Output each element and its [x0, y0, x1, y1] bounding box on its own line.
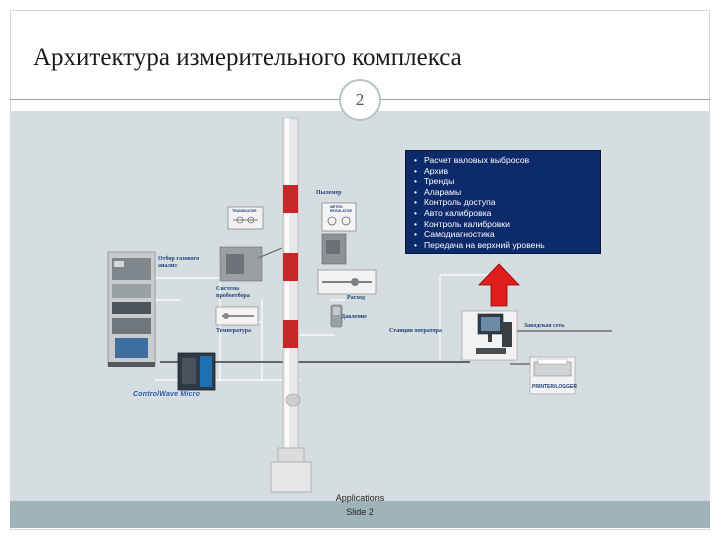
- controller-unit: [177, 352, 216, 391]
- feature-item: Самодиагностика: [414, 229, 594, 240]
- pressure-sensor: [330, 304, 343, 328]
- feature-item: Контроль калибровки: [414, 219, 594, 230]
- feature-item: Расчет валовых выбросов: [414, 155, 594, 166]
- probe-system: [219, 246, 283, 282]
- feature-item: Архив: [414, 166, 594, 177]
- feature-item: Аларамы: [414, 187, 594, 198]
- label-dust-meter: Пылемер: [316, 190, 342, 196]
- flow-sensor: [317, 269, 377, 295]
- feature-list: Расчет валовых выбросов Архив Тренды Ала…: [412, 155, 594, 250]
- slide-title: Архитектура измерительного комплекса: [33, 44, 462, 71]
- printer-logger: [529, 356, 576, 395]
- regulator-box: [321, 202, 357, 232]
- label-regulator: METRO REGULATOR: [330, 205, 352, 213]
- label-gas-analyzer: Отбор газового анализ: [158, 256, 200, 269]
- feature-item: Тренды: [414, 176, 594, 187]
- footer-slide-number: Slide 2: [346, 507, 374, 517]
- upload-arrow: [478, 263, 520, 307]
- label-network: Заводская сеть: [524, 323, 565, 329]
- stack-chimney: [270, 117, 312, 493]
- analyzer-cabinet: [107, 251, 156, 367]
- feature-item: Контроль доступа: [414, 197, 594, 208]
- label-transducer: TRANSDUCER: [232, 209, 257, 213]
- feature-item: Передача на верхний уровень: [414, 240, 594, 251]
- footer-band: [10, 501, 710, 528]
- label-temperature: Температура: [216, 328, 252, 334]
- label-controller: ControlWave Micro: [133, 391, 201, 398]
- label-probe-system: Система пробоотбора: [216, 286, 250, 299]
- temperature-sensor: [215, 306, 259, 326]
- feature-list-box: Расчет валовых выбросов Архив Тренды Ала…: [405, 150, 601, 254]
- footer-applications: Applications: [335, 493, 385, 503]
- feature-item: Авто калибровка: [414, 208, 594, 219]
- slide-number-badge: 2: [339, 79, 381, 121]
- transducer-box: [227, 206, 264, 230]
- dust-meter-device: [321, 233, 347, 265]
- label-flow: Расход: [347, 295, 365, 301]
- operator-workstation: [461, 310, 518, 361]
- label-pressure: Давление: [341, 314, 367, 320]
- label-operator-station: Станция оператора: [389, 328, 442, 334]
- label-printer: PRINTER/LOGGER: [532, 384, 578, 390]
